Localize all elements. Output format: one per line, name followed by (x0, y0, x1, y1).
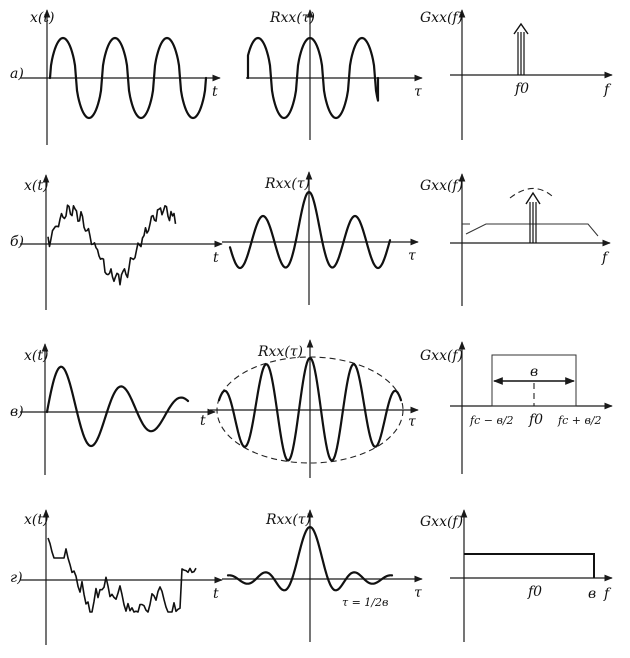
signal-x-label: t (200, 413, 206, 429)
corr-y-label: Rxx(τ) (264, 176, 310, 192)
delta-impulse-arrow (513, 22, 529, 75)
row-label: в) (10, 404, 24, 420)
spec-mark-f0: f0 (514, 81, 529, 97)
envelope-dashed-ellipse (216, 356, 404, 464)
noisy-sine-signal-curve (47, 204, 177, 286)
corr-y-label: Rxx(τ) (265, 512, 311, 528)
row-b: б) x(t) t Rxx(τ) τ Gxx(f) f (10, 171, 611, 310)
spec-mark-f0: f0 (528, 412, 543, 428)
flat-noise-spectrum (465, 223, 599, 237)
signal-y-label: x(t) (24, 512, 48, 528)
signal-panel: x(t) t (20, 9, 221, 145)
corr-y-label: Rxx(τ) (257, 344, 303, 360)
lowpass-band-spectrum (464, 553, 595, 578)
correlation-panel: Rxx(τ) τ (210, 339, 419, 478)
damped-sine-signal-curve (45, 365, 190, 448)
zero-crossing-note: τ = 1/2в (342, 596, 388, 609)
row-a: а) x(t) t Rxx(τ) τ Gxx(f) f (10, 9, 613, 145)
signal-x-label: t (213, 250, 219, 266)
corr-x-label: τ (414, 84, 422, 100)
corr-x-label: τ (414, 585, 422, 601)
row-label: а) (10, 66, 24, 82)
spec-mark-lower-edge: fc − в/2 (469, 414, 514, 427)
sine-signal-curve (48, 36, 208, 120)
signal-panel: x(t) t (20, 509, 223, 645)
correlation-panel: Rxx(τ) τ τ = 1/2в (222, 509, 423, 642)
impulse-dashed-arc (509, 187, 553, 199)
row-c: в) x(t) t Rxx(τ) τ Gxx(f) в fc − в/2 f0 (10, 339, 613, 478)
corr-x-label: τ (408, 248, 416, 264)
spec-mark-upper-edge: fc + в/2 (557, 414, 602, 427)
bandwidth-label: в (530, 364, 538, 380)
spec-mark-f0: f0 (527, 584, 542, 600)
spec-y-label: Gxx(f) (420, 10, 463, 26)
correlation-panel: Rxx(τ) τ (246, 9, 423, 140)
row-d: г) x(t) t Rxx(τ) τ τ = 1/2в Gxx(f) f f0 … (10, 509, 613, 645)
row-label: г) (10, 570, 23, 586)
delta-impulse-arrow (525, 191, 541, 243)
spec-x-label: f (603, 82, 612, 98)
signal-panel: x(t) t (20, 343, 216, 475)
spec-x-label: f (601, 250, 610, 266)
random-noise-signal-curve (47, 537, 197, 613)
corr-y-label: Rxx(τ) (269, 10, 315, 26)
signal-y-label: x(t) (24, 348, 48, 364)
corr-x-label: τ (408, 414, 416, 430)
spec-y-label: Gxx(f) (420, 178, 463, 194)
spectrum-panel: Gxx(f) f f0 (420, 9, 613, 140)
spec-y-label: Gxx(f) (420, 514, 463, 530)
correlation-panel: Rxx(τ) τ (222, 171, 419, 305)
signal-y-label: x(t) (30, 10, 54, 26)
spec-x-label: f (603, 586, 612, 602)
correlation-curve (228, 190, 392, 270)
enveloped-correlation-curve (217, 356, 403, 462)
spectrum-panel: Gxx(f) f (420, 173, 611, 306)
spec-mark-bandwidth: в (588, 586, 596, 602)
row-label: б) (10, 234, 24, 250)
spectrum-panel: Gxx(f) f f0 в (420, 509, 613, 642)
signal-panel: x(t) t (20, 174, 223, 310)
spec-y-label: Gxx(f) (420, 348, 463, 364)
sinc-correlation-curve (226, 525, 394, 592)
signal-x-label: t (213, 586, 219, 602)
spectrum-panel: Gxx(f) в fc − в/2 f0 fc + в/2 (420, 341, 613, 474)
signal-y-label: x(t) (24, 178, 48, 194)
cosine-correlation-curve (246, 36, 380, 120)
signal-x-label: t (212, 84, 218, 100)
